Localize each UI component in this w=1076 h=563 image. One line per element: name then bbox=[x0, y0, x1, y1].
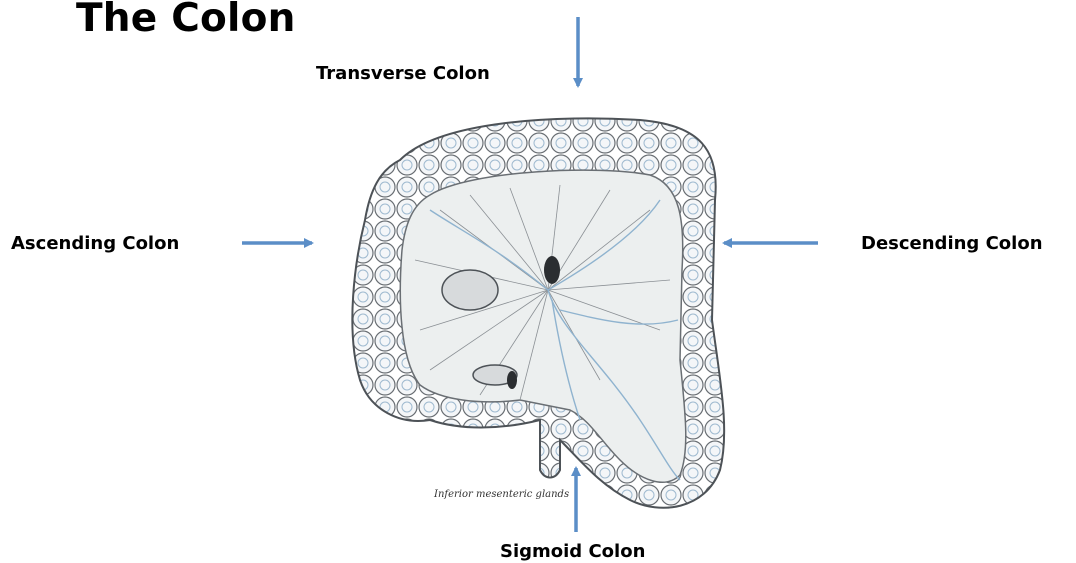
illustration-caption: Inferior mesenteric glands bbox=[434, 489, 569, 500]
colon-illustration bbox=[352, 118, 724, 507]
